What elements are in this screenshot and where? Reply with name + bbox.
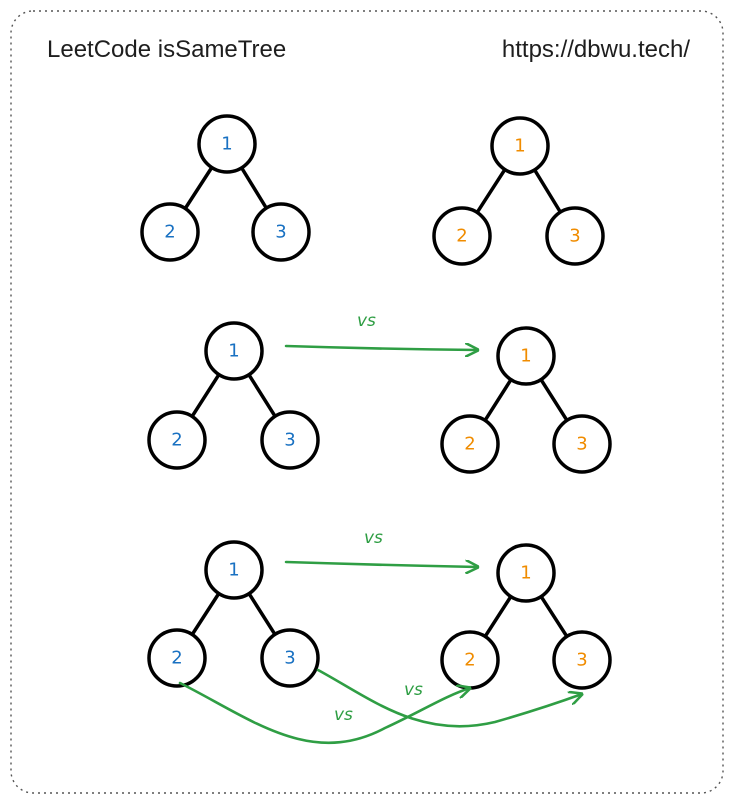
tree-edge: [475, 167, 507, 215]
node-value: 2: [164, 222, 175, 243]
tree-edge: [539, 594, 569, 639]
tree-node-root: 1: [204, 540, 264, 600]
node-value: 2: [464, 650, 475, 671]
page-title: LeetCode isSameTree: [47, 36, 287, 63]
compare-arrow-root: [284, 346, 480, 350]
site-url: https://dbwu.tech/: [501, 36, 690, 63]
node-value: 3: [284, 430, 295, 451]
node-value: 2: [171, 430, 182, 451]
tree-node-right: 3: [552, 414, 612, 474]
node-value: 1: [221, 134, 232, 155]
compare-arrow-left: [178, 681, 470, 745]
tree-node-root: 1: [204, 321, 264, 381]
tree-node-left: 2: [440, 630, 500, 690]
vs-label: vs: [334, 705, 353, 725]
tree-node-right: 3: [251, 202, 311, 262]
tree-node-right: 3: [552, 630, 612, 690]
tree-node-left: 2: [140, 202, 200, 262]
tree-edge: [247, 372, 277, 419]
node-value: 3: [576, 650, 587, 671]
node-value: 2: [171, 648, 182, 669]
node-value: 2: [456, 226, 467, 247]
tree-edge: [183, 165, 214, 211]
tree-node-left: 2: [432, 206, 492, 266]
node-value: 1: [514, 136, 525, 157]
tree-edge: [532, 168, 563, 214]
tree-node-right: 3: [545, 206, 605, 266]
compare-arrow-right: [316, 668, 582, 728]
frame-border: [10, 10, 724, 794]
tree-node-left: 2: [147, 410, 207, 470]
node-value: 3: [275, 222, 286, 243]
tree-node-left: 2: [440, 414, 500, 474]
tree-right-2: 1 2 3: [440, 326, 612, 474]
tree-edge: [190, 591, 221, 637]
node-value: 1: [228, 560, 239, 581]
node-value: 1: [520, 346, 531, 367]
tree-edge: [247, 591, 277, 637]
node-value: 2: [464, 434, 475, 455]
tree-node-root: 1: [197, 114, 257, 174]
node-value: 3: [569, 226, 580, 247]
node-value: 1: [228, 341, 239, 362]
node-value: 3: [284, 648, 295, 669]
tree-edge: [190, 372, 221, 419]
vs-label: vs: [357, 311, 376, 331]
vs-label: vs: [404, 680, 423, 700]
tree-edge: [483, 594, 513, 639]
tree-right-3: 1 2 3: [440, 543, 612, 690]
node-value: 3: [576, 434, 587, 455]
tree-node-right: 3: [260, 628, 320, 688]
tree-node-root: 1: [496, 543, 556, 603]
tree-left-1: 1 2 3: [140, 114, 311, 262]
tree-node-left: 2: [147, 628, 207, 688]
tree-node-root: 1: [490, 116, 550, 176]
tree-left-2: 1 2 3: [147, 321, 320, 470]
vs-label: vs: [364, 528, 383, 548]
tree-edge: [483, 377, 513, 423]
tree-edge: [239, 166, 269, 210]
compare-arrow-root: [284, 562, 478, 567]
tree-left-3: 1 2 3: [147, 540, 320, 688]
tree-edge: [539, 377, 569, 423]
node-value: 1: [520, 563, 531, 584]
tree-right-1: 1 2 3: [432, 116, 605, 266]
tree-node-root: 1: [496, 326, 556, 386]
tree-node-right: 3: [260, 410, 320, 470]
